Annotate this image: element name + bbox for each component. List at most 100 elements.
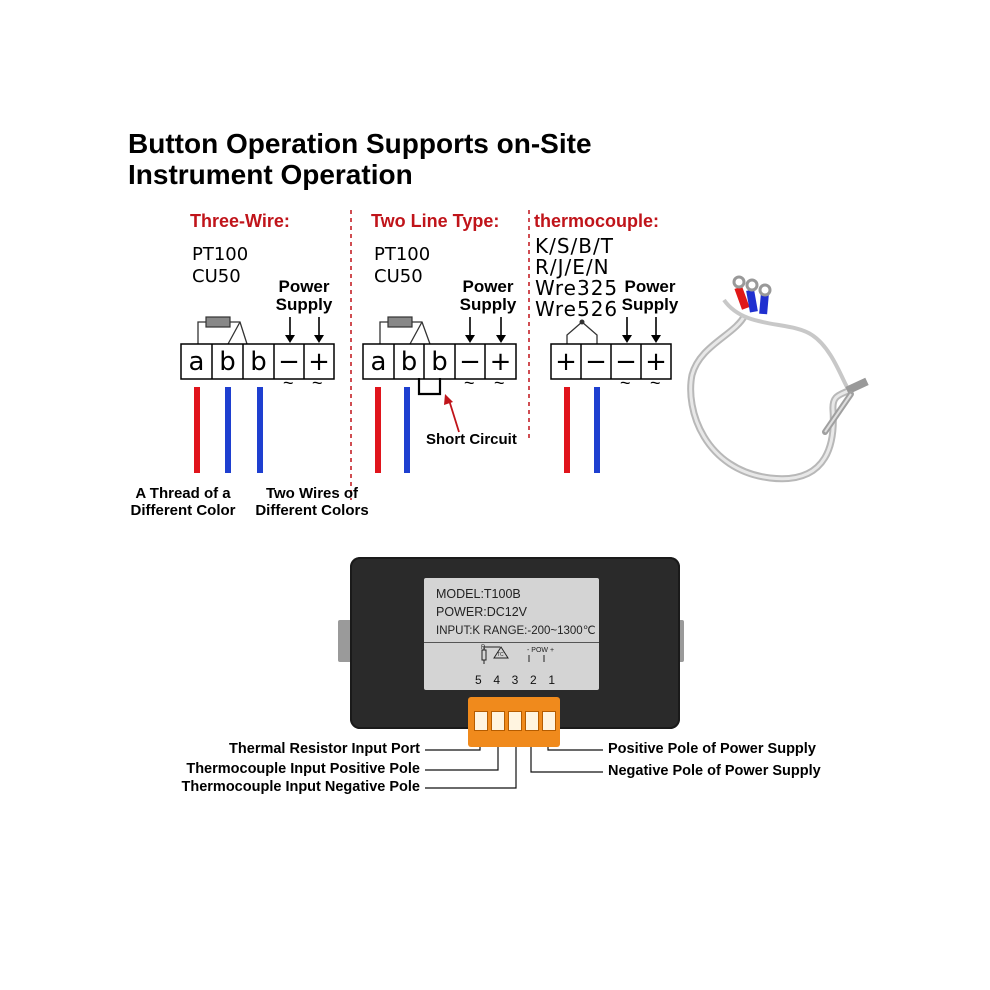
- connector-slot-2: [525, 711, 539, 731]
- wire-blue-1b: [257, 387, 263, 473]
- connector-slot-1: [542, 711, 556, 731]
- thermocouple-symbol: [566, 321, 598, 344]
- heading-thermocouple: thermocouple:: [534, 211, 660, 231]
- power-word: Power: [462, 277, 514, 296]
- supply-word: Supply: [275, 295, 333, 314]
- ac-symbol-2b: ~: [494, 373, 505, 393]
- terminal-wiring-symbol: R TC - POW +: [481, 645, 554, 664]
- terminal-number-5: 5: [475, 673, 482, 687]
- supply-word: Supply: [459, 295, 517, 314]
- terminal-a-2: a: [370, 346, 387, 377]
- callout-tc-positive: Thermocouple Input Positive Pole: [186, 761, 420, 777]
- title-line-1: Button Operation Supports on-Site: [128, 128, 592, 159]
- power-arrow-plus-1: [314, 335, 324, 343]
- title-line-2: Instrument Operation: [128, 159, 413, 190]
- short-circuit-label: Short Circuit: [426, 431, 517, 448]
- wire-red-2: [375, 387, 381, 473]
- pow-symbol-label: - POW +: [527, 647, 554, 654]
- sensor-pt100-1: PT100: [192, 244, 249, 265]
- power-supply-label-1: Power Supply: [268, 278, 340, 314]
- heading-three-wire: Three-Wire:: [190, 211, 290, 231]
- caption-left-line-1: A Thread of a: [135, 485, 231, 502]
- connector-slot-5: [474, 711, 488, 731]
- ac-symbol-3b: ~: [650, 373, 661, 393]
- power-arrow-plus-2: [496, 335, 506, 343]
- caption-left-line-2: Different Color: [130, 502, 236, 519]
- terminal-plus-1: +: [308, 346, 330, 377]
- callout-power-negative: Negative Pole of Power Supply: [608, 763, 821, 779]
- terminal-b-1a: b: [219, 346, 236, 377]
- short-circuit-arrow: [444, 394, 453, 405]
- terminal-number-3: 3: [511, 673, 519, 687]
- power-word: Power: [278, 277, 330, 296]
- power-arrow-minus-1: [285, 335, 295, 343]
- tc-type-line-3: Wre325: [535, 276, 619, 300]
- terminal-a-1: a: [188, 346, 205, 377]
- callout-tc-negative: Thermocouple Input Negative Pole: [181, 779, 420, 795]
- short-circuit-bridge: [417, 378, 442, 396]
- wire-blue-1a: [225, 387, 231, 473]
- ac-symbol-3a: ~: [620, 373, 631, 393]
- device-side-clip-left: [338, 620, 352, 662]
- callout-power-positive: Positive Pole of Power Supply: [608, 741, 816, 757]
- caption-different-color: A Thread of a Different Color: [124, 485, 242, 519]
- wire-blue-3: [594, 387, 600, 473]
- thermocouple-types: K/S/B/T R/J/E/N Wre325 Wre526: [535, 236, 618, 320]
- resistor-symbol-2: [387, 316, 413, 328]
- power-word: Power: [624, 277, 676, 296]
- power-arrow-minus-3: [622, 335, 632, 343]
- callout-thermal-resistor: Thermal Resistor Input Port: [229, 741, 420, 757]
- supply-word: Supply: [621, 295, 679, 314]
- resistor-symbol-1: [205, 316, 231, 328]
- wire-red-3: [564, 387, 570, 473]
- terminal-b-2a: b: [400, 346, 418, 377]
- device-model: MODEL:T100B: [436, 587, 521, 601]
- terminal-minus-3b: −: [615, 346, 637, 377]
- leader-tc-negative: [425, 733, 517, 789]
- caption-different-colors: Two Wires of Different Colors: [250, 485, 374, 519]
- tc-type-line-2: R/J/E/N: [535, 255, 610, 279]
- terminal-number-2: 2: [529, 673, 537, 687]
- tc-symbol-label: TC: [497, 652, 504, 658]
- connector-slot-3: [508, 711, 522, 731]
- device-power: POWER:DC12V: [436, 605, 527, 619]
- ac-symbol-1b: ~: [312, 373, 323, 393]
- terminal-minus-2: −: [459, 346, 481, 377]
- terminal-plus-3a: +: [555, 346, 577, 377]
- sensor-pt100-2: PT100: [374, 244, 431, 265]
- power-supply-label-2: Power Supply: [452, 278, 524, 314]
- device-label-plate: MODEL:T100B POWER:DC12V INPUT:K RANGE:-2…: [424, 578, 599, 690]
- ac-symbol-2a: ~: [464, 373, 475, 393]
- heading-two-line-type: Two Line Type:: [371, 211, 500, 231]
- terminal-minus-3a: −: [585, 346, 607, 377]
- caption-right-line-2: Different Colors: [255, 502, 369, 519]
- terminal-b-1b: b: [250, 346, 267, 377]
- terminal-minus-1: −: [278, 346, 300, 377]
- orange-terminal-connector: [468, 697, 560, 747]
- wire-blue-2: [404, 387, 410, 473]
- wire-red-1: [194, 387, 200, 473]
- terminal-number-4: 4: [493, 673, 501, 687]
- tc-type-line-4: Wre526: [535, 297, 619, 321]
- ac-symbol-1a: ~: [283, 373, 294, 393]
- page-title: Button Operation Supports on-Site Instru…: [128, 128, 592, 190]
- sensor-cu50-1: CU50: [192, 266, 241, 287]
- power-supply-label-3: Power Supply: [614, 278, 686, 314]
- sensor-cu50-2: CU50: [374, 266, 423, 287]
- terminal-b-2b: b: [431, 346, 448, 377]
- r-symbol-label: R: [481, 645, 486, 651]
- terminal-number-row: 5 4 3 2 1: [475, 673, 555, 687]
- tc-type-line-1: K/S/B/T: [535, 234, 614, 258]
- terminal-block-1: [180, 343, 335, 380]
- thermocouple-probe-illustration: [687, 275, 869, 483]
- terminal-block-2: [362, 343, 517, 380]
- terminal-number-1: 1: [548, 673, 555, 687]
- terminal-plus-3b: +: [645, 346, 667, 377]
- power-arrow-minus-2: [465, 335, 475, 343]
- terminal-plus-2: +: [489, 346, 512, 377]
- connector-slot-4: [491, 711, 505, 731]
- power-arrow-plus-3: [651, 335, 661, 343]
- caption-right-line-1: Two Wires of: [265, 485, 359, 502]
- device-input: INPUT:K RANGE:-200~1300℃: [436, 625, 596, 637]
